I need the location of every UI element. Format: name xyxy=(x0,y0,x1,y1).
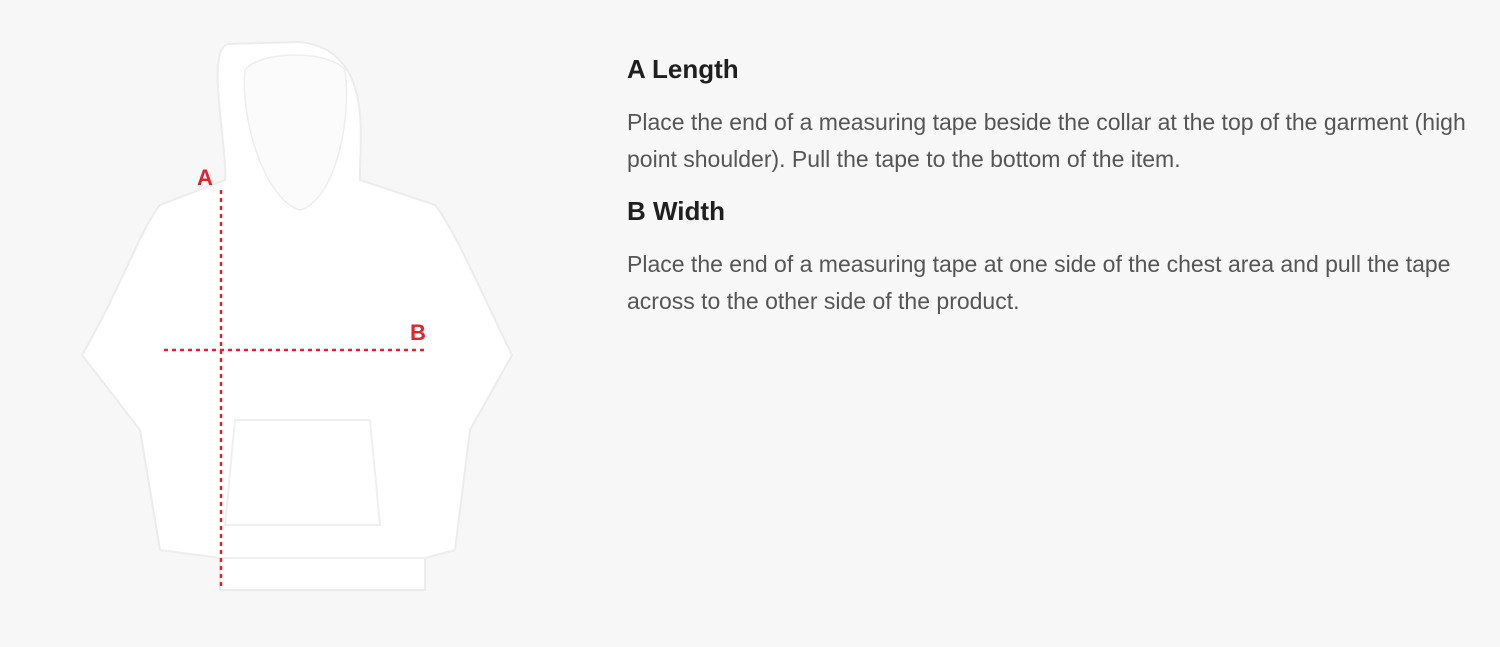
label-a: A xyxy=(197,165,213,190)
measurement-figure: A B xyxy=(60,30,530,610)
width-heading: B Width xyxy=(627,196,725,226)
width-text: Place the end of a measuring tape at one… xyxy=(627,251,1451,314)
length-text: Place the end of a measuring tape beside… xyxy=(627,109,1466,172)
instructions: A Length Place the end of a measuring ta… xyxy=(627,50,1467,320)
width-section: B Width Place the end of a measuring tap… xyxy=(627,192,1467,320)
length-heading: A Length xyxy=(627,54,739,84)
length-section: A Length Place the end of a measuring ta… xyxy=(627,50,1467,178)
label-b: B xyxy=(410,320,426,345)
hoodie-icon: A B xyxy=(80,40,514,591)
